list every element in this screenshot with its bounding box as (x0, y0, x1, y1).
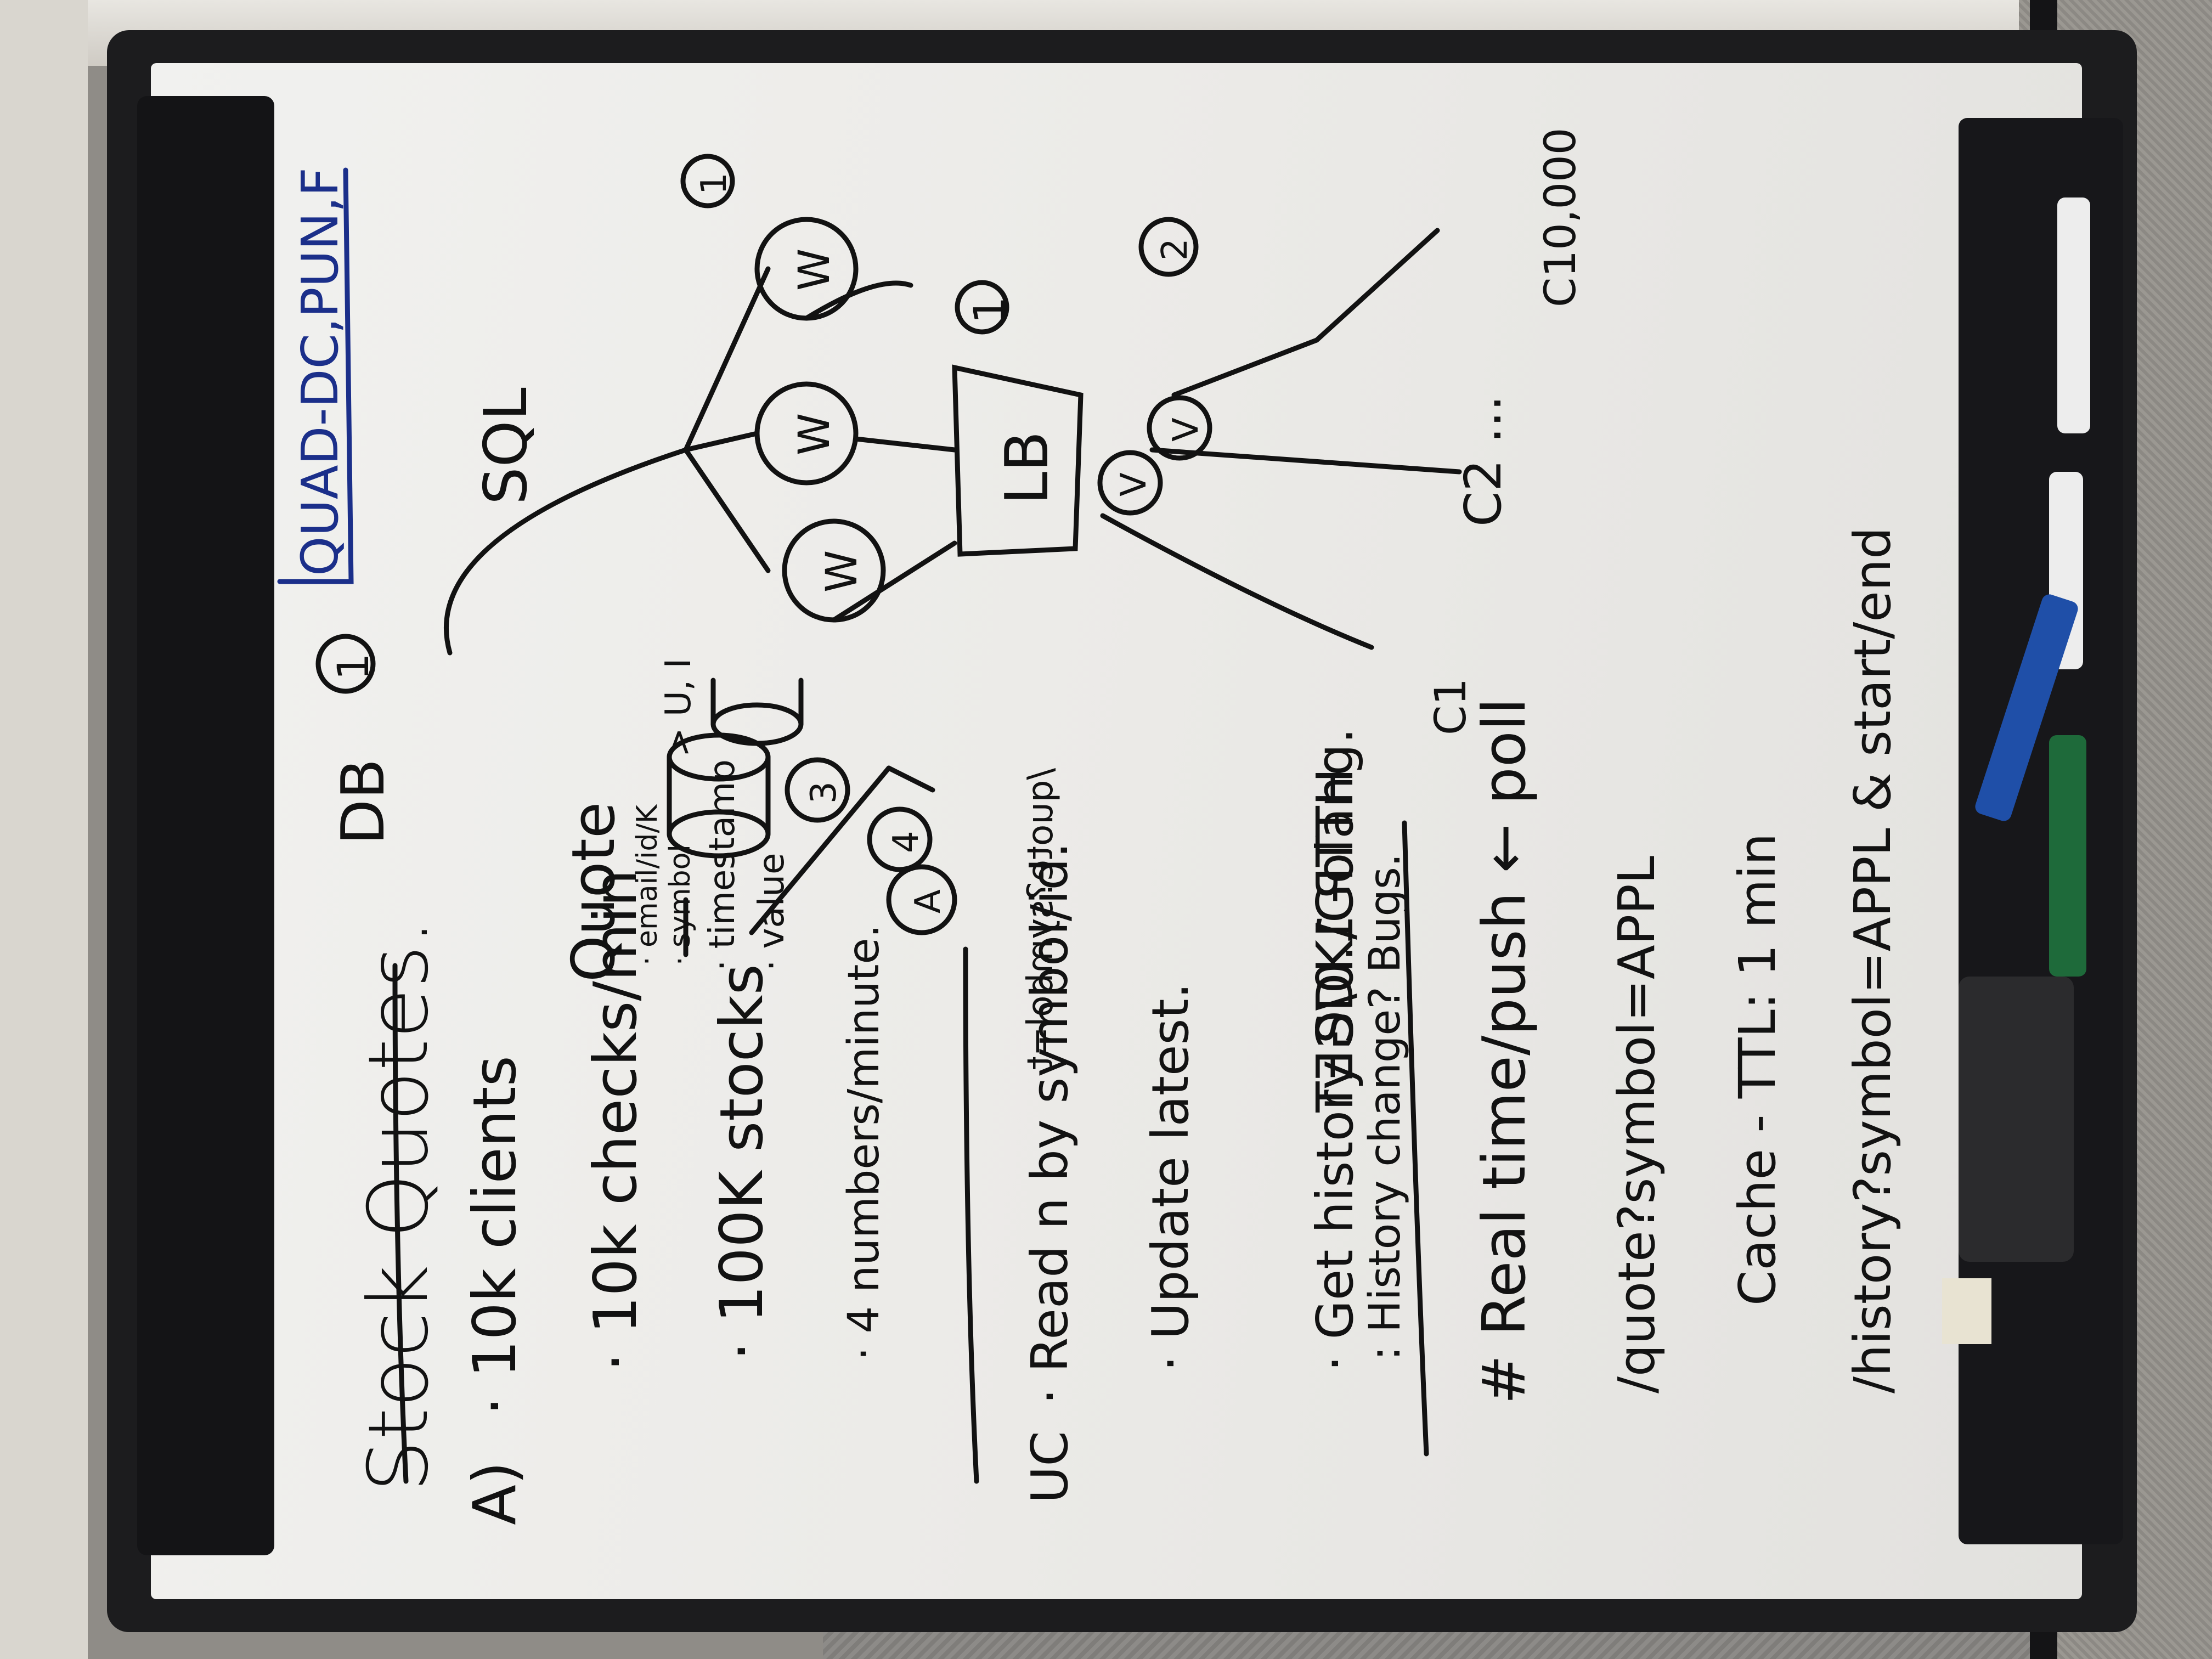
requirement-item: · 10k clients (461, 1056, 529, 1415)
db-badge: 1 (329, 653, 379, 680)
client-label: C10,000 (1536, 127, 1585, 307)
wall-background (0, 0, 88, 1659)
use-case-item: : History change? Bugs. (1361, 853, 1410, 1361)
note-item: /history?symbol=APPL & start/end (1843, 527, 1902, 1393)
green-marker (2049, 735, 2086, 977)
db-label: DB (329, 758, 398, 845)
cache-node-label: V (1114, 472, 1154, 496)
requirement-item: · 100K stocks (708, 964, 776, 1361)
quote-field: · value (752, 853, 792, 972)
use-case-item: · Update latest. (1141, 983, 1200, 1372)
api-badge: 3 (804, 781, 844, 804)
endpoint-label: /quote?symbol=t (1020, 768, 1061, 1070)
whiteboard-surface (151, 63, 2082, 1599)
protocol-label: HTTP 1.0/GET (1306, 768, 1364, 1113)
requirement-item: · 4 numbers/minute. (839, 924, 889, 1361)
flipchart-clamp (137, 96, 274, 1555)
note-item: # Real time/push ← poll (1470, 698, 1539, 1404)
worker-node-label: W (790, 413, 839, 455)
section-uc-label: UC (1020, 1431, 1079, 1503)
app-badge: 4 (886, 831, 927, 853)
note-item: Cache - TTL: 1 min (1728, 833, 1787, 1306)
manufacturer-sticker (1942, 1278, 1991, 1344)
quote-field: · email/id/K (631, 804, 664, 966)
quote-field: · timestamp (702, 759, 743, 971)
cache-node-label: V (1166, 417, 1206, 442)
app-badge: A (908, 889, 949, 913)
cache-badge: 2 (1155, 238, 1195, 261)
quote-header: Quote (560, 802, 628, 982)
eraser (1959, 977, 2074, 1262)
board-stamp: QUAD-DC,PUN,F (291, 167, 349, 576)
quote-field: · symbol (664, 844, 697, 966)
quote-side-note: > U, I (658, 658, 699, 757)
lb-label: LB (993, 431, 1062, 505)
worker-node-label: W (790, 248, 839, 291)
board-title: Stock Quotes. (351, 919, 447, 1492)
sql-label: SQL (472, 387, 540, 505)
client-label: C1 (1426, 678, 1476, 735)
worker-node-label: W (817, 550, 867, 592)
worker-badge: 1 (694, 172, 735, 195)
note-item: /quote?symbol=APPL (1607, 856, 1666, 1393)
section-a-label: A) (461, 1461, 529, 1525)
client-label: C2 ... (1454, 395, 1513, 527)
black-marker (2057, 198, 2090, 433)
lb-badge: 1 (966, 296, 1015, 324)
